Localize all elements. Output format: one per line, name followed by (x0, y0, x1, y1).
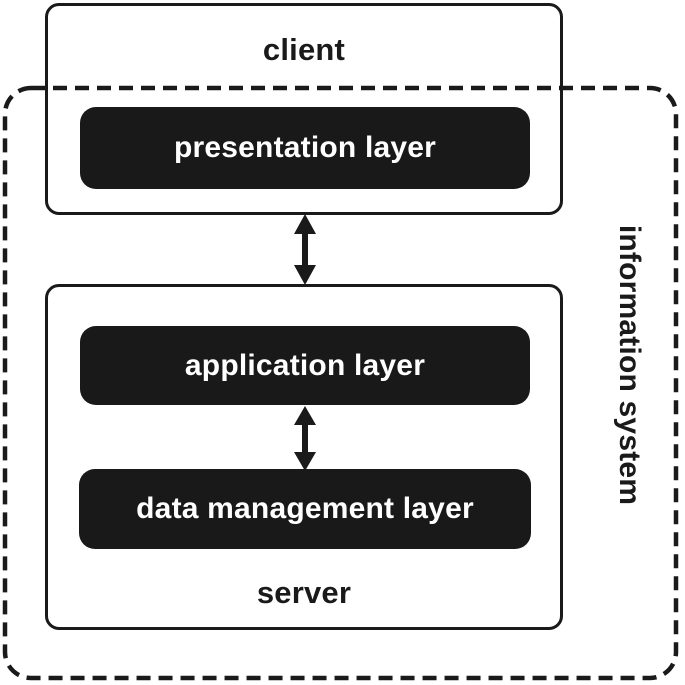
data-management-layer-label: data management layer (136, 492, 474, 525)
client-server-bidirectional-arrow (294, 214, 316, 285)
data-management-layer-box: data management layer (79, 469, 531, 549)
application-layer-box: application layer (80, 326, 530, 405)
application-data-bidirectional-arrow (294, 406, 316, 471)
server-label: server (256, 575, 352, 610)
presentation-layer-label: presentation layer (173, 131, 437, 164)
server-group-box: application layer data management layer … (45, 284, 563, 630)
presentation-layer-box: presentation layer (80, 107, 530, 189)
information-system-label: information system (613, 224, 646, 506)
client-group-box: client presentation layer (45, 3, 563, 215)
client-label: client (262, 32, 346, 67)
application-layer-label: application layer (184, 348, 426, 382)
